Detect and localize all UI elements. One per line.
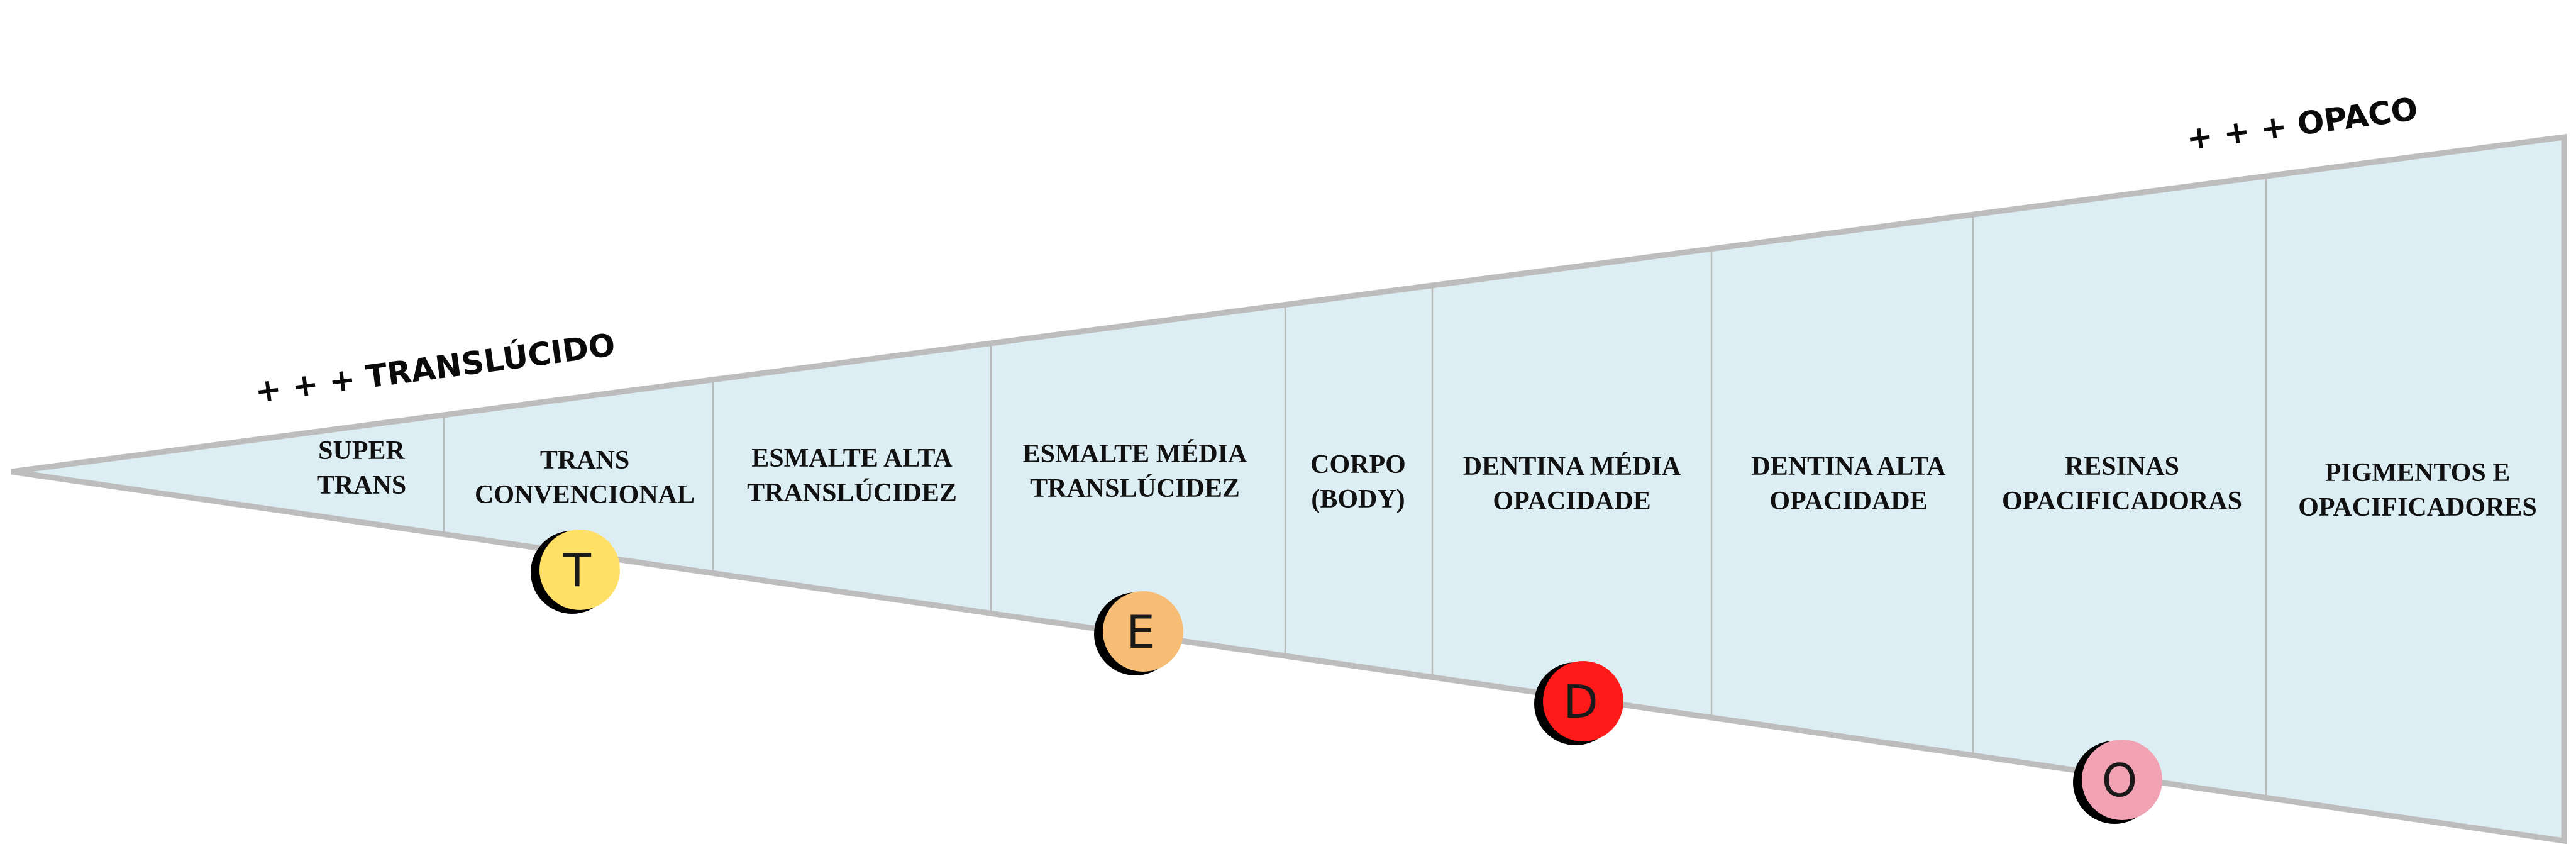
section-label-line-1: ESMALTE ALTA: [751, 444, 953, 473]
section-label-line-1: DENTINA MÉDIA: [1463, 452, 1681, 481]
section-label-line-1: ESMALTE MÉDIA: [1023, 439, 1247, 469]
section-label-line-1: RESINAS: [2065, 452, 2179, 481]
section-label-line-2: OPACIDADE: [1493, 487, 1650, 516]
shade-marker-o: O: [2073, 740, 2162, 824]
section-dividers: [443, 179, 2267, 796]
section-label-line-2: CONVENCIONAL: [475, 480, 695, 509]
marker-disc: [539, 530, 620, 610]
section-label-line-2: TRANSLÚCIDEZ: [1030, 474, 1240, 503]
shade-markers: T E D O: [531, 530, 2162, 824]
section-label-line-2: OPACIFICADORES: [2298, 493, 2537, 522]
section-labels: SUPER TRANS TRANS CONVENCIONAL ESMALTE ALTA T…: [317, 436, 2537, 522]
marker-disc: [1543, 661, 1623, 741]
section-label-line-1: PIGMENTOS E: [2325, 458, 2510, 487]
marker-letter: E: [1126, 606, 1155, 658]
marker-letter: O: [2102, 754, 2138, 807]
shade-marker-t: T: [531, 530, 620, 614]
section-label-line-1: DENTINA ALTA: [1751, 452, 1946, 481]
section-label-line-1: SUPER: [318, 436, 405, 465]
shade-marker-e: E: [1094, 591, 1183, 675]
section-label-line-2: TRANSLÚCIDEZ: [747, 478, 957, 508]
section-label-line-1: CORPO: [1310, 450, 1406, 479]
marker-letter: T: [563, 544, 592, 597]
section-label-line-2: OPACIFICADORAS: [2002, 487, 2242, 516]
translucency-wedge: [11, 133, 2567, 844]
section-label-line-2: OPACIDADE: [1769, 487, 1927, 516]
section-label-line-2: (BODY): [1311, 485, 1405, 514]
marker-disc: [2082, 740, 2162, 820]
section-label-line-2: TRANS: [317, 471, 406, 500]
marker-letter: D: [1563, 675, 1598, 728]
marker-disc: [1103, 591, 1183, 672]
section-label-line-1: TRANS: [540, 446, 629, 475]
opaque-end-label: + + + OPACO: [2184, 91, 2420, 157]
shade-marker-d: D: [1534, 661, 1623, 745]
